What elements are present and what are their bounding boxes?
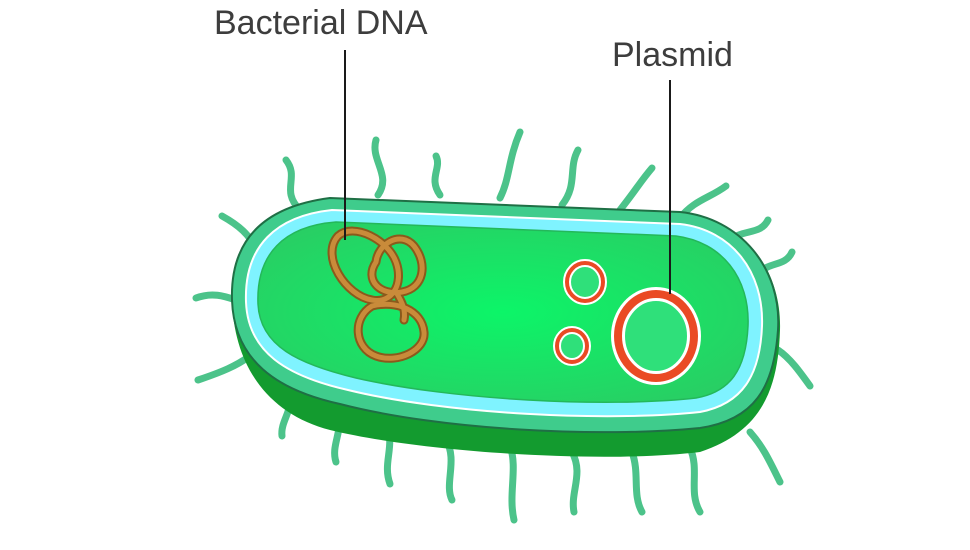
flagellum-icon (686, 444, 704, 516)
flagellum-icon (371, 136, 387, 199)
chromosome-loop-icon (327, 226, 429, 363)
flagellum-icon (506, 442, 518, 524)
flagellum-icon (774, 346, 814, 390)
plasmid-label: Plasmid (612, 36, 733, 74)
plasmid-small-2 (553, 326, 591, 366)
flagellum-icon (442, 436, 456, 504)
flagellum-icon (194, 352, 254, 384)
flagella-group (192, 128, 814, 524)
flagellum-icon (282, 156, 304, 214)
flagellum-icon (431, 152, 444, 199)
flagellum-icon (628, 448, 646, 516)
flagellum-icon (192, 291, 240, 304)
flagellum-icon (616, 164, 656, 214)
flagellum-icon (746, 428, 784, 486)
flagellum-icon (568, 448, 581, 516)
bacterial-dna-label: Bacterial DNA (214, 4, 428, 42)
plasmid-large (611, 287, 701, 385)
flagellum-icon (496, 128, 524, 202)
flagellum-icon (558, 146, 582, 209)
plasmid-small-1 (563, 259, 607, 305)
